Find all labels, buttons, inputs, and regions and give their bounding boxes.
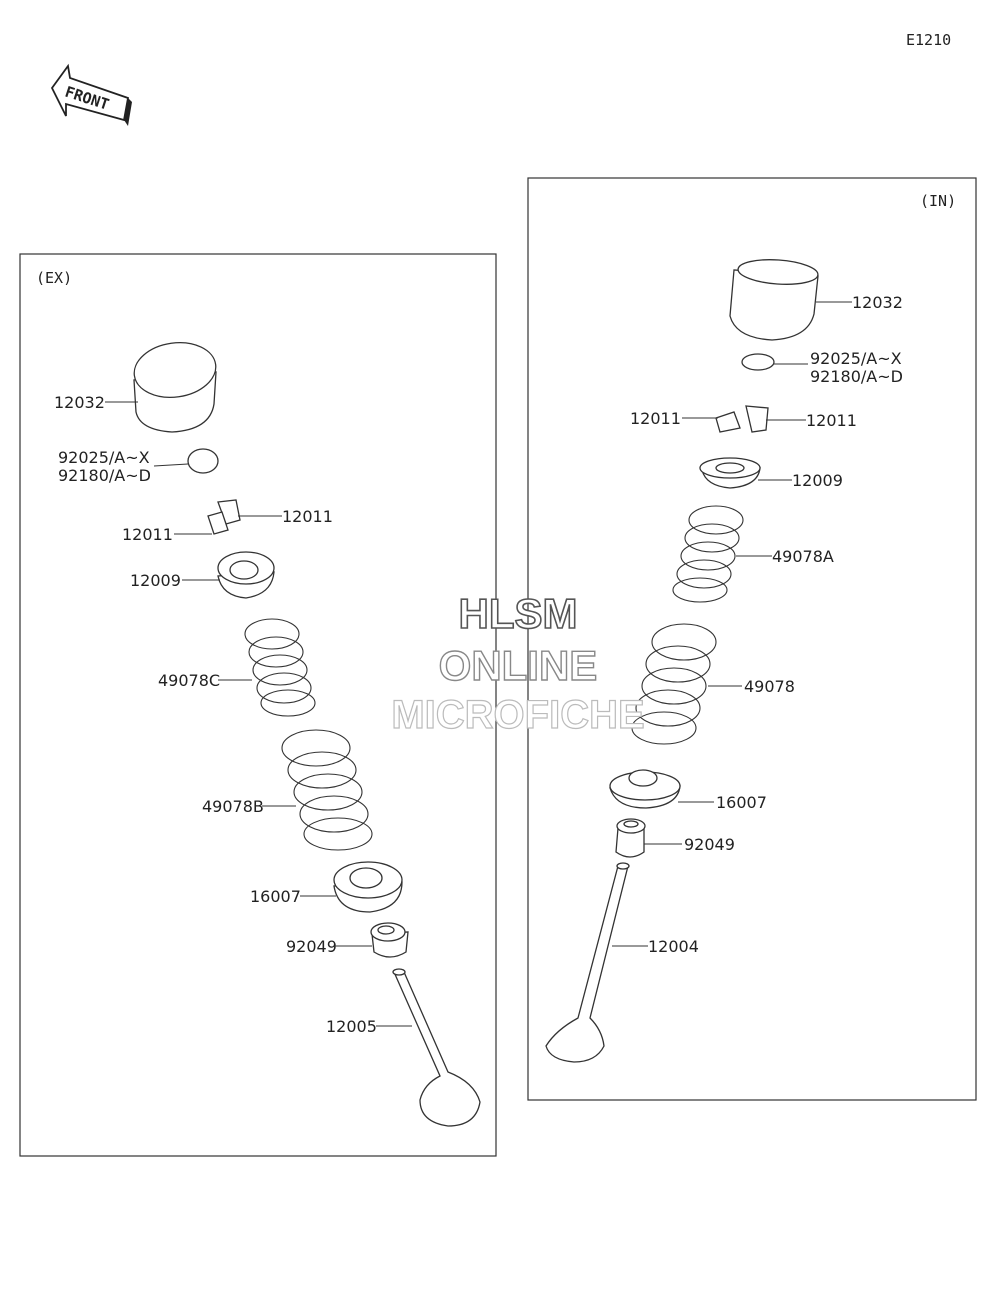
- in-label-cotter-l: 12011: [630, 409, 681, 428]
- ex-label-retainer: 12009: [130, 571, 181, 590]
- in-valve-part: [545, 862, 630, 1063]
- ex-shim-part: [187, 448, 219, 474]
- in-label-spring-outer: 49078: [744, 677, 795, 696]
- ex-label-cotter-l: 12011: [122, 525, 173, 544]
- in-spring-inner-part: [672, 505, 744, 603]
- diagram-code: E1210: [906, 31, 951, 49]
- in-spring-outer-part: [631, 623, 717, 745]
- in-panel: (IN) 12032 92025/A~X 92180/A~D 12011 120…: [527, 177, 977, 1101]
- watermark-line2: ONLINE: [439, 642, 598, 689]
- in-label-shim-a: 92025/A~X: [810, 349, 902, 368]
- ex-label-tappet: 12032: [54, 393, 105, 412]
- ex-spring-inner-part: [244, 618, 316, 717]
- ex-label-shim-a: 92025/A~X: [58, 448, 150, 467]
- in-seal-part: [615, 818, 646, 858]
- ex-seal-part: [370, 922, 409, 958]
- ex-tappet-part: [133, 342, 217, 433]
- in-tappet-part: [729, 259, 819, 341]
- front-arrow-icon: FRONT: [50, 63, 132, 126]
- in-label-shim-b: 92180/A~D: [810, 367, 903, 386]
- ex-label-seat: 16007: [250, 887, 301, 906]
- watermark: HLSM ONLINE MICROFICHE: [391, 589, 646, 737]
- in-label-tappet: 12032: [852, 293, 903, 312]
- ex-label-spring-inner: 49078C: [158, 671, 220, 690]
- in-retainer-part: [699, 457, 761, 489]
- in-shim-part: [741, 353, 775, 371]
- in-label-cotter-r: 12011: [806, 411, 857, 430]
- ex-seat-part: [333, 861, 403, 913]
- in-label-seal: 92049: [684, 835, 735, 854]
- ex-label-spring-outer: 49078B: [202, 797, 264, 816]
- watermark-line3: MICROFICHE: [391, 693, 644, 737]
- ex-label-valve: 12005: [326, 1017, 377, 1036]
- ex-label-cotter-r: 12011: [282, 507, 333, 526]
- ex-panel-header: (EX): [36, 269, 72, 287]
- ex-label-seal: 92049: [286, 937, 337, 956]
- ex-spring-outer-part: [281, 729, 373, 851]
- in-panel-header: (IN): [920, 192, 956, 210]
- ex-retainer-part: [217, 551, 275, 599]
- in-label-seat: 16007: [716, 793, 767, 812]
- in-label-retainer: 12009: [792, 471, 843, 490]
- in-seat-part: [609, 769, 681, 809]
- in-label-spring-inner: 49078A: [772, 547, 834, 566]
- in-label-valve: 12004: [648, 937, 699, 956]
- ex-cotter-part: [207, 499, 241, 535]
- ex-label-shim-b: 92180/A~D: [58, 466, 151, 485]
- in-cotter-part: [715, 405, 769, 433]
- ex-panel: (EX) 12032 92025/A~X 92180/A~D 12011 120…: [19, 253, 497, 1157]
- ex-valve-part: [392, 968, 481, 1127]
- watermark-line1: HLSM: [459, 590, 578, 637]
